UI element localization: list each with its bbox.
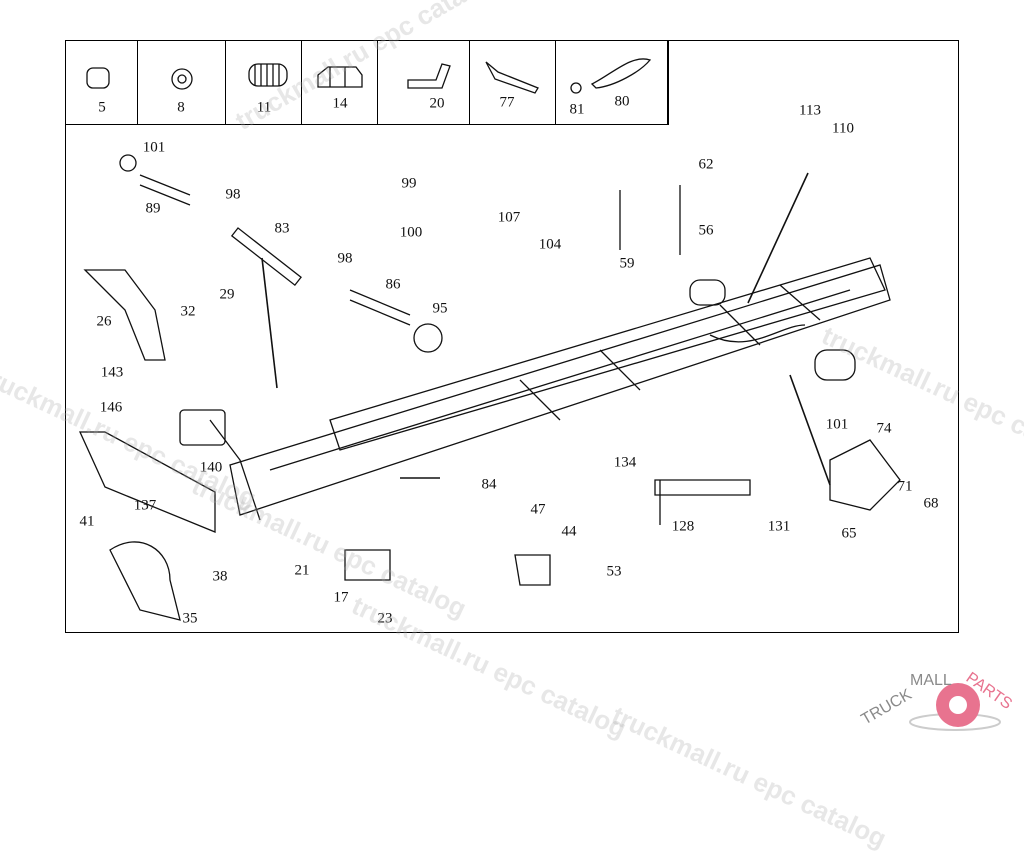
- part-callout[interactable]: 86: [385, 276, 401, 293]
- part-callout[interactable]: 84: [481, 476, 497, 493]
- part-callout[interactable]: 32: [180, 303, 196, 320]
- part-callout[interactable]: 83: [274, 220, 290, 237]
- part-callout[interactable]: 23: [377, 610, 393, 627]
- part-callout[interactable]: 21: [294, 562, 310, 579]
- part-callout[interactable]: 41: [79, 513, 95, 530]
- part-callout[interactable]: 104: [538, 236, 562, 253]
- part-callout[interactable]: 38: [212, 568, 228, 585]
- legend-part-number: 5: [98, 99, 106, 116]
- part-callout[interactable]: 101: [825, 416, 849, 433]
- part-callout[interactable]: 140: [199, 459, 223, 476]
- part-callout[interactable]: 137: [133, 497, 157, 514]
- part-callout[interactable]: 47: [530, 501, 546, 518]
- part-callout[interactable]: 17: [333, 589, 349, 606]
- part-callout[interactable]: 65: [841, 525, 857, 542]
- parts-legend-row: [65, 40, 669, 125]
- part-callout[interactable]: 53: [606, 563, 622, 580]
- part-callout[interactable]: 110: [832, 120, 854, 137]
- component-sketches: [78, 154, 901, 621]
- legend-cell: [470, 40, 556, 125]
- part-callout[interactable]: 99: [401, 175, 417, 192]
- legend-cell: [138, 40, 226, 125]
- exploded-view-drawing: [78, 58, 901, 621]
- part-callout[interactable]: 146: [99, 399, 123, 416]
- chassis-frame: [209, 257, 891, 521]
- part-callout[interactable]: 89: [145, 200, 161, 217]
- part-callout[interactable]: 107: [497, 209, 521, 226]
- part-icons: [86, 58, 652, 94]
- part-callout[interactable]: 128: [671, 518, 695, 535]
- legend-part-number: 11: [256, 99, 272, 116]
- legend-cell: [302, 40, 378, 125]
- part-callout[interactable]: 71: [897, 478, 913, 495]
- part-callout[interactable]: 59: [619, 255, 635, 272]
- part-callout[interactable]: 113: [799, 102, 821, 119]
- legend-cell: [66, 40, 138, 125]
- part-callout[interactable]: 29: [219, 286, 235, 303]
- svg-text:TRUCK: TRUCK: [859, 686, 916, 728]
- legend-cell: [378, 40, 470, 125]
- part-callout[interactable]: 131: [767, 518, 791, 535]
- part-callout[interactable]: 143: [100, 364, 124, 381]
- part-callout[interactable]: 98: [337, 250, 353, 267]
- part-callout[interactable]: 134: [613, 454, 637, 471]
- svg-text:MALL: MALL: [910, 672, 952, 689]
- legend-cell: [226, 40, 302, 125]
- legend-part-number: 8: [177, 99, 185, 116]
- part-callout[interactable]: 62: [698, 156, 714, 173]
- legend-cell: [556, 40, 668, 125]
- legend-part-number: 80: [614, 93, 630, 110]
- part-callout[interactable]: 44: [561, 523, 577, 540]
- truckmallparts-logo: TRUCK MALL PARTS: [859, 669, 1015, 731]
- part-callout[interactable]: 56: [698, 222, 714, 239]
- part-callout[interactable]: 35: [182, 610, 198, 627]
- legend-part-number: 20: [429, 95, 445, 112]
- part-callout[interactable]: 68: [923, 495, 939, 512]
- part-callout[interactable]: 101: [142, 139, 166, 156]
- part-callout[interactable]: 95: [432, 300, 448, 317]
- part-callout[interactable]: 98: [225, 186, 241, 203]
- diagram-frame: [65, 40, 959, 633]
- legend-part-number: 14: [332, 95, 348, 112]
- part-callout[interactable]: 100: [399, 224, 423, 241]
- legend-part-number: 77: [499, 94, 515, 111]
- part-callout[interactable]: 74: [876, 420, 892, 437]
- part-callout[interactable]: 26: [96, 313, 112, 330]
- legend-part-number: 81: [569, 101, 585, 118]
